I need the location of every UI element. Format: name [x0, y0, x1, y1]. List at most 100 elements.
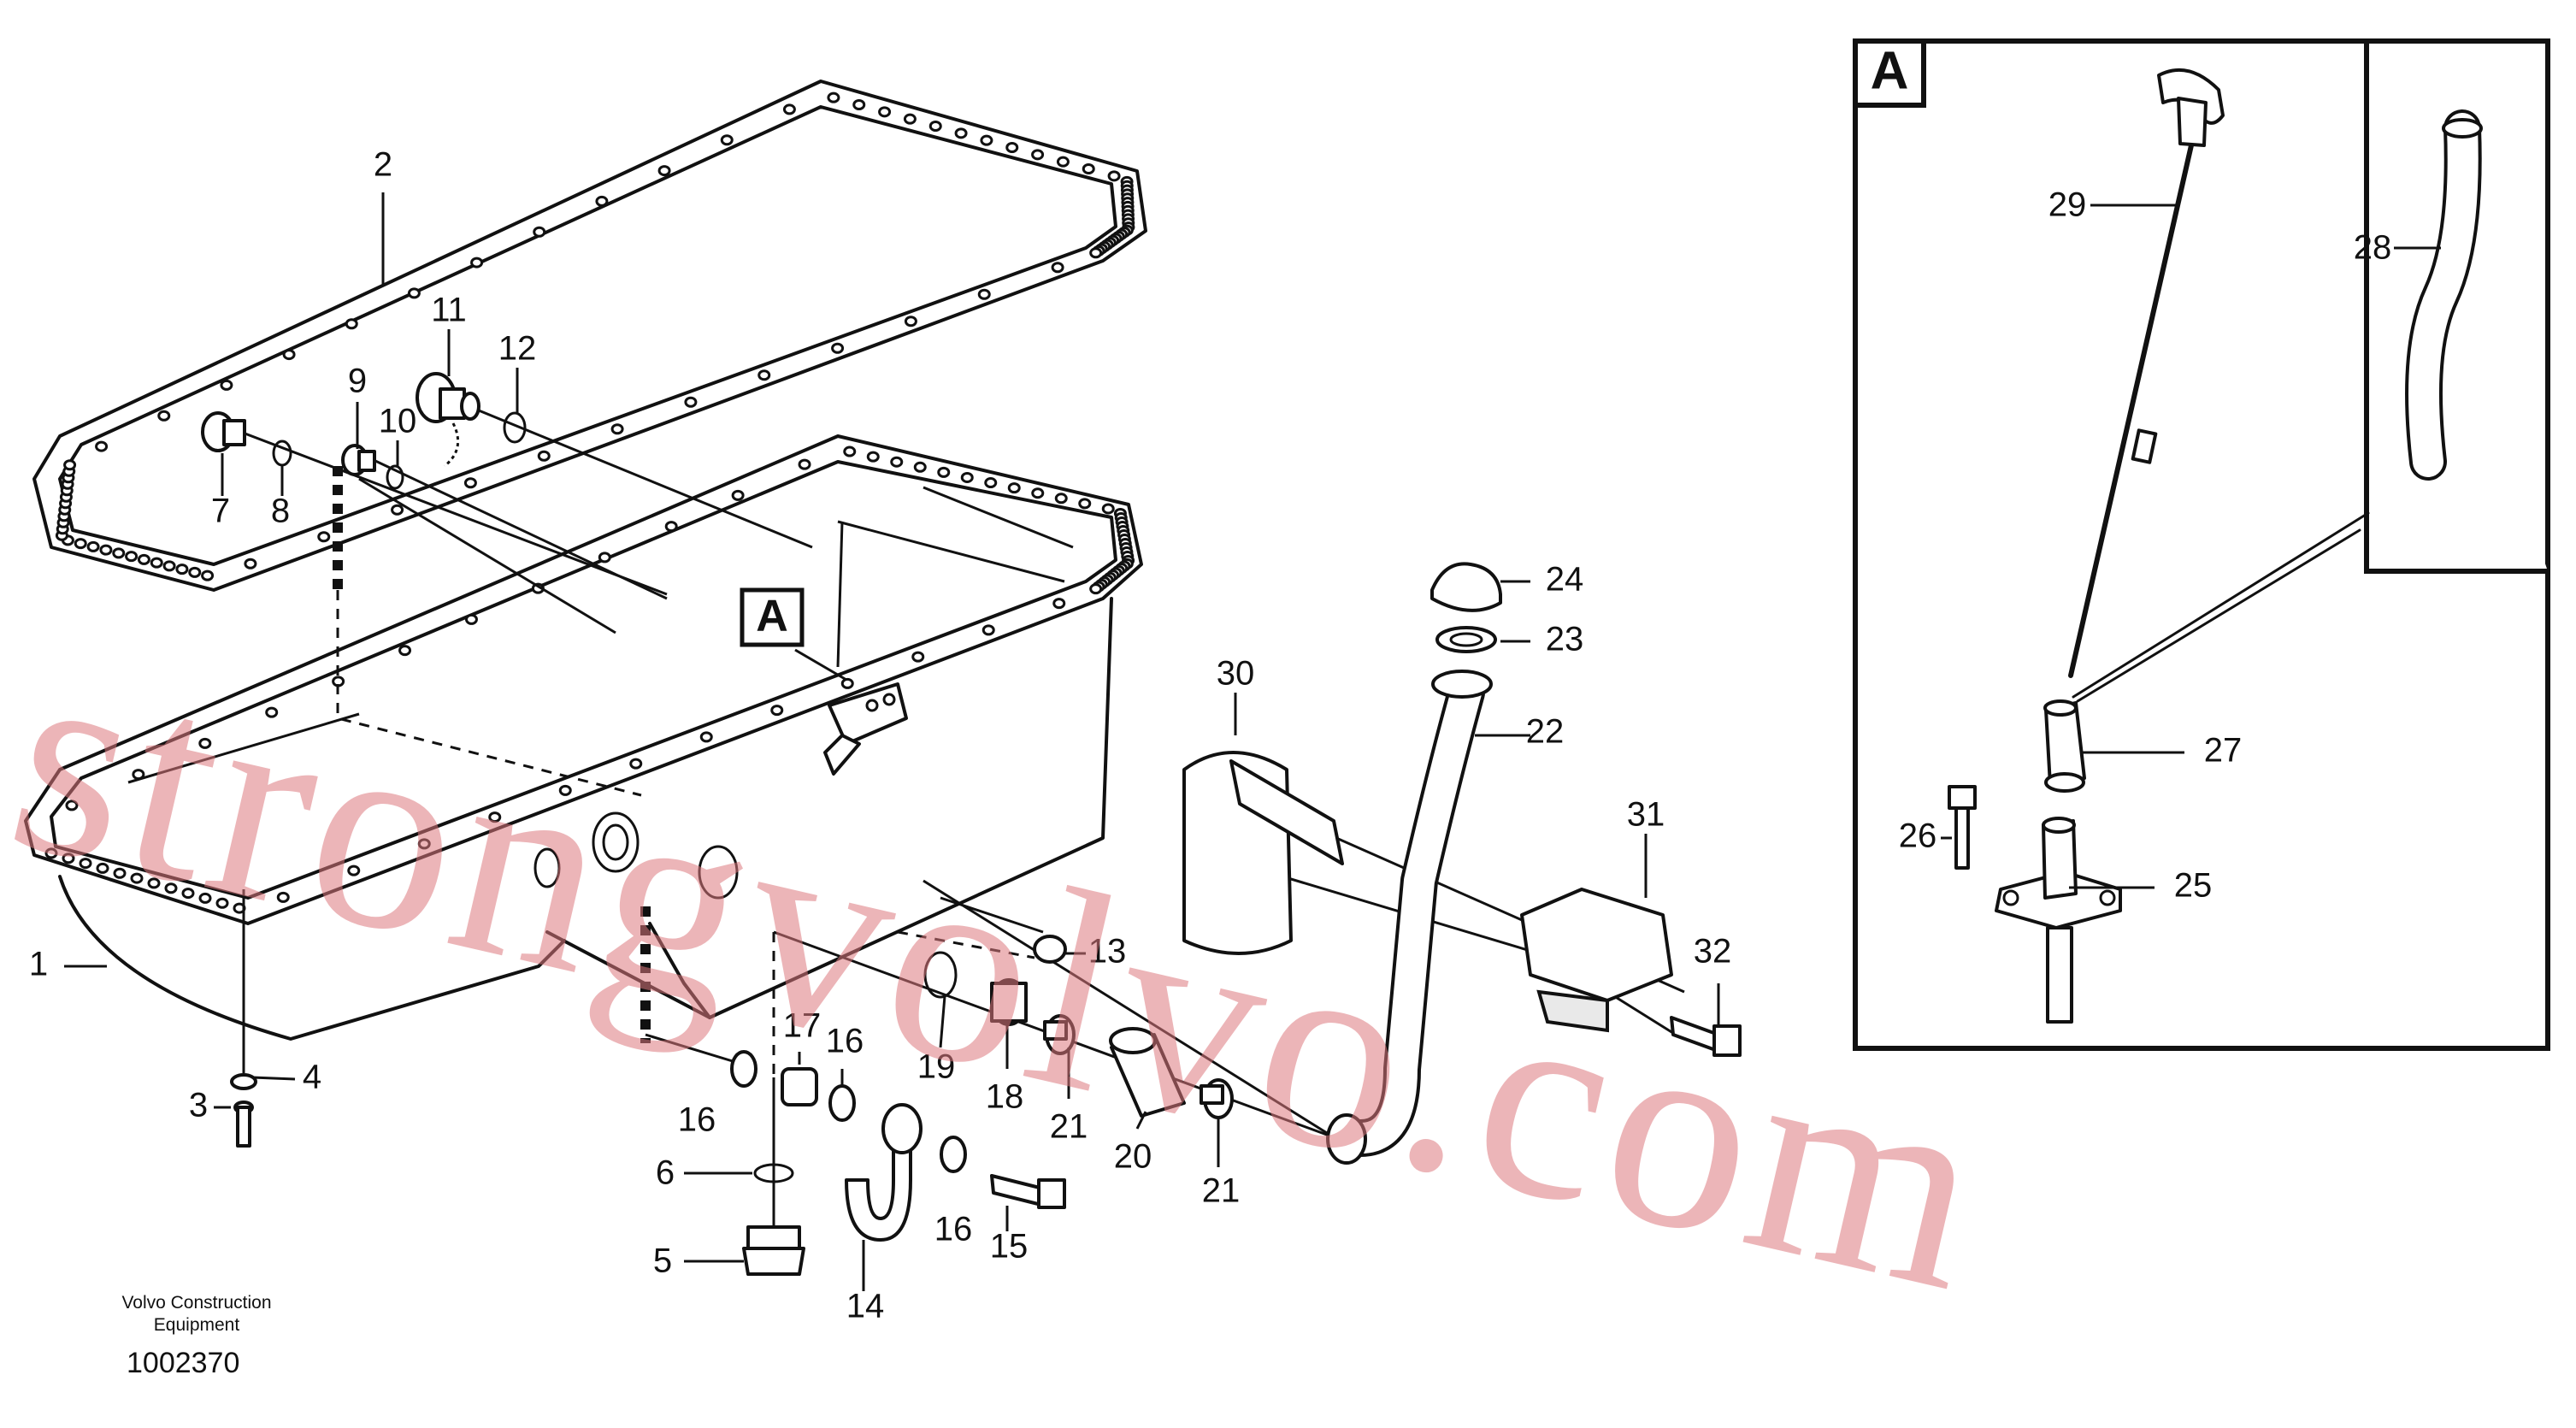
callout-27: 27 [2204, 732, 2243, 770]
bolt-hole [391, 504, 404, 516]
bolt-hole [198, 892, 212, 904]
callout-11: 11 [431, 292, 467, 329]
bolt-hole [1101, 503, 1115, 515]
bolt-hole [1089, 247, 1103, 259]
callout-16-a: 16 [678, 1101, 716, 1139]
callout-21-b: 21 [1202, 1172, 1241, 1210]
callout-2: 2 [374, 146, 392, 184]
bolt-hole [464, 613, 478, 625]
oil-pan-gasket [32, 80, 1147, 592]
bolt-hole [852, 99, 866, 110]
bolt-hole [95, 440, 109, 452]
bolt-hole [282, 349, 296, 361]
bolt-hole [1052, 598, 1066, 610]
oil-pan [24, 434, 1143, 1041]
bolt-hole [417, 838, 431, 850]
bolt-hole [731, 489, 745, 501]
bolt-hole [1007, 482, 1021, 494]
bolt-hole [954, 127, 968, 139]
small-parts [201, 372, 1742, 1276]
bolt-hole [866, 451, 880, 463]
bolt-hole [470, 257, 484, 268]
bolt-hole [782, 103, 796, 115]
bolt-hole [150, 557, 163, 569]
bolt-hole [798, 458, 811, 470]
detail-a-inset-label: A [1871, 41, 1909, 100]
bolt-hole [1056, 156, 1070, 168]
bolt-hole [980, 134, 993, 146]
bolt-hole [664, 521, 678, 533]
bolt-hole [928, 121, 942, 132]
callout-20: 20 [1114, 1138, 1152, 1176]
bolt-hole [265, 706, 279, 718]
bolt-hole [125, 551, 139, 563]
callout-8: 8 [271, 493, 290, 530]
bolt-hole [130, 872, 144, 884]
leader-lines [64, 192, 1720, 1291]
bolt-hole [157, 410, 171, 422]
callout-14: 14 [846, 1288, 885, 1325]
bolt-hole [911, 651, 925, 663]
bolt-hole [827, 91, 840, 103]
bolt-hole [904, 316, 917, 327]
detail-a-marker-label: A [756, 592, 788, 641]
bolt-hole [984, 477, 998, 489]
bolt-hole [878, 106, 892, 118]
bolt-hole [977, 288, 991, 300]
bolt-hole [720, 134, 734, 146]
bolt-hole [843, 446, 857, 457]
bolt-hole [937, 466, 951, 478]
dipstick-tube [1326, 562, 1502, 1165]
bolt-hole [960, 471, 974, 483]
bolt-hole [840, 677, 854, 689]
credit-line1: Volvo Construction [121, 1293, 272, 1313]
callout-numbers: 1 2 3 4 5 6 7 8 9 10 11 12 13 14 15 16 1… [29, 146, 2391, 1325]
bolt-hole [1078, 498, 1092, 510]
bolt-hole [684, 396, 698, 408]
bolt-hole [398, 645, 412, 657]
bolt-hole [137, 553, 150, 565]
bolt-hole [770, 705, 784, 717]
callout-16-c: 16 [934, 1211, 973, 1248]
bolt-hole [188, 566, 202, 578]
bolt-hole [981, 624, 995, 636]
callout-1: 1 [29, 946, 48, 983]
bolt-hole [629, 758, 643, 770]
bolt-hole [345, 318, 358, 330]
bolt-hole [62, 853, 75, 864]
callout-25: 25 [2174, 867, 2213, 905]
callout-26: 26 [1899, 817, 1937, 855]
bolt-hole [132, 769, 145, 781]
bolt-hole [595, 195, 609, 207]
bolt-hole [276, 891, 290, 903]
bolt-hole [162, 560, 176, 572]
credit-line2: Equipment [153, 1315, 240, 1335]
bolt-hole [63, 459, 77, 471]
callout-4: 4 [303, 1059, 321, 1096]
callout-32: 32 [1694, 933, 1732, 971]
bolt-hole [1031, 487, 1045, 499]
callout-22: 22 [1526, 713, 1565, 751]
bolt-hole [699, 731, 713, 743]
bolt-hole [244, 558, 257, 569]
callout-10: 10 [379, 403, 417, 440]
callout-17: 17 [783, 1007, 822, 1045]
bolt-hole [44, 847, 58, 859]
bolt-hole [1005, 142, 1019, 153]
bolt-hole [1107, 170, 1121, 182]
bolt-hole [96, 862, 109, 874]
bolt-hole [317, 531, 331, 543]
bolt-hole [164, 882, 178, 894]
callout-21-a: 21 [1050, 1108, 1088, 1146]
callout-7: 7 [211, 493, 230, 530]
detail-a-inset: A [1853, 38, 2550, 1051]
bolt-hole [657, 165, 671, 177]
bolt-hole [201, 569, 215, 581]
bolt-hole [913, 461, 927, 473]
callout-13: 13 [1088, 933, 1127, 971]
bolt-hole [1031, 149, 1045, 161]
callout-24: 24 [1546, 561, 1584, 599]
bolt-hole [890, 456, 904, 468]
